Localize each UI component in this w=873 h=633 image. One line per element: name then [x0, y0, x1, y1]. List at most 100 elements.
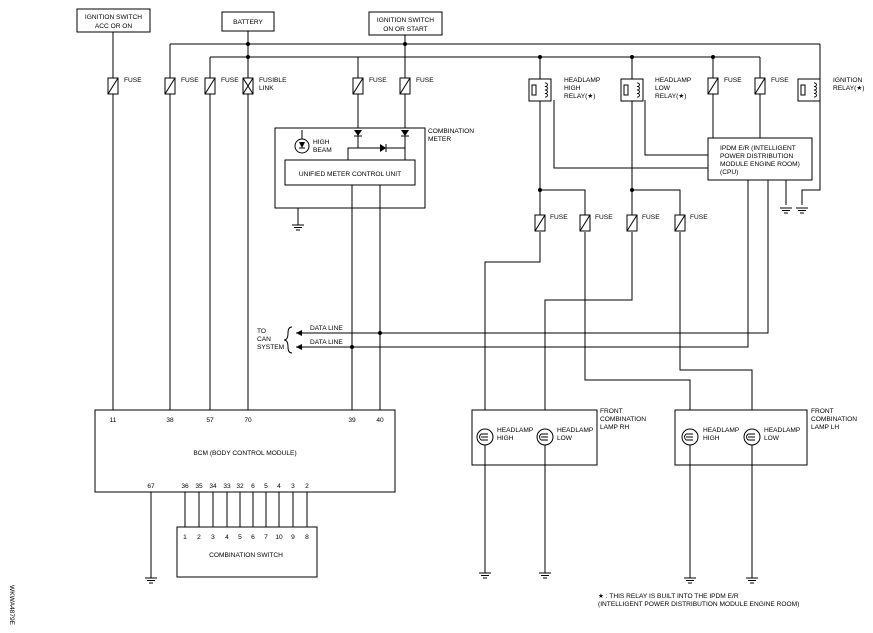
svg-text:70: 70 — [244, 417, 252, 424]
svg-text:HEADLAMP: HEADLAMP — [764, 427, 801, 434]
svg-text:FUSE: FUSE — [221, 77, 239, 84]
svg-text:(CPU): (CPU) — [720, 169, 738, 176]
svg-text:FUSE: FUSE — [771, 77, 789, 84]
ground-rh-lo — [538, 572, 552, 579]
svg-text:7: 7 — [264, 534, 268, 541]
svg-text:BEAM: BEAM — [313, 147, 332, 154]
svg-text:6: 6 — [251, 534, 255, 541]
svg-text:DATA LINE: DATA LINE — [310, 339, 343, 346]
svg-text:IPDM E/R (INTELLIGENT: IPDM E/R (INTELLIGENT — [720, 145, 796, 152]
svg-text:MODULE ENGINE ROOM): MODULE ENGINE ROOM) — [720, 161, 800, 168]
svg-text:IGNITION SWITCH: IGNITION SWITCH — [377, 17, 434, 24]
svg-text:HEADLAMP: HEADLAMP — [703, 427, 740, 434]
ground-lh-hi — [683, 577, 697, 584]
svg-text:BATTERY: BATTERY — [233, 19, 263, 26]
combination-switch: 1 2 3 4 5 6 7 10 9 8 COMBINATION SWITCH — [176, 526, 318, 578]
svg-text:RELAY(★): RELAY(★) — [833, 84, 864, 92]
svg-text:FUSE: FUSE — [181, 77, 199, 84]
svg-text:FUSE: FUSE — [724, 77, 742, 84]
svg-text:HEADLAMP: HEADLAMP — [564, 77, 601, 84]
svg-text:METER: METER — [428, 136, 451, 143]
fuse-meter-batt: FUSE — [352, 77, 387, 95]
svg-text:LAMP LH: LAMP LH — [811, 424, 839, 431]
svg-text:FUSE: FUSE — [416, 77, 434, 84]
svg-text:LAMP RH: LAMP RH — [600, 424, 629, 431]
svg-text:(INTELLIGENT POWER DISTRIBUTIO: (INTELLIGENT POWER DISTRIBUTION MODULE E… — [598, 601, 799, 608]
svg-text:39: 39 — [348, 417, 356, 424]
ignition-switch-acc-box: IGNITION SWITCH ACC OR ON — [76, 8, 151, 33]
ground-bcm — [144, 577, 158, 584]
junction-dots — [246, 42, 715, 192]
svg-text:FUSE: FUSE — [369, 77, 387, 84]
svg-text:4: 4 — [277, 483, 281, 490]
svg-text:8: 8 — [305, 534, 309, 541]
switch-wires — [184, 492, 308, 527]
svg-text:HIGH: HIGH — [703, 435, 720, 442]
svg-text:IGNITION SWITCH: IGNITION SWITCH — [85, 14, 142, 21]
battery-box: BATTERY — [221, 11, 275, 32]
svg-text:HIGH: HIGH — [497, 435, 514, 442]
svg-text:FUSE: FUSE — [550, 214, 568, 221]
svg-text:40: 40 — [376, 417, 384, 424]
headlamp-high-relay: HEADLAMP HIGH RELAY(★) — [528, 77, 601, 102]
svg-text:1: 1 — [183, 534, 187, 541]
ground-lh-lo — [745, 577, 759, 584]
svg-text:5: 5 — [238, 534, 242, 541]
ground-rh-hi — [478, 572, 492, 579]
footnote: ★ : THIS RELAY IS BUILT INTO THE IPDM E/… — [598, 592, 799, 608]
bcm-module: 11 38 57 70 39 40 BCM (BODY CONTROL MODU… — [94, 409, 396, 493]
fuse-on-38: FUSE — [164, 77, 199, 95]
diagram-code: WKWA4879E — [8, 585, 15, 626]
svg-text:RELAY(★): RELAY(★) — [655, 92, 686, 100]
svg-text:3: 3 — [291, 483, 295, 490]
can-data-lines: DATA LINE DATA LINE TO CAN SYSTEM — [257, 180, 769, 354]
fuse-acc: FUSE — [107, 77, 142, 95]
svg-text:FUSIBLE: FUSIBLE — [259, 77, 287, 84]
combination-meter: COMBINATION METER HIGH BEAM UNIFIED METE… — [274, 127, 474, 231]
svg-text:IGNITION: IGNITION — [833, 77, 863, 84]
ignition-switch-on-box: IGNITION SWITCH ON OR START — [368, 11, 443, 36]
svg-text:CAN: CAN — [257, 336, 271, 343]
fuse-ipdm-1: FUSE — [707, 77, 742, 95]
svg-text:FUSE: FUSE — [690, 214, 708, 221]
svg-text:COMBINATION: COMBINATION — [428, 128, 474, 135]
svg-text:POWER DISTRIBUTION: POWER DISTRIBUTION — [720, 153, 794, 160]
svg-text:LINK: LINK — [259, 85, 274, 92]
svg-text:33: 33 — [223, 483, 231, 490]
svg-text:HEADLAMP: HEADLAMP — [497, 427, 534, 434]
fuse-ipdm-2: FUSE — [754, 77, 789, 95]
svg-text:5: 5 — [264, 483, 268, 490]
svg-text:11: 11 — [110, 417, 117, 424]
fuse-lo-lh: FUSE — [674, 214, 708, 232]
svg-text:9: 9 — [291, 534, 295, 541]
svg-text:TO: TO — [257, 328, 266, 335]
ipdm-er: IPDM E/R (INTELLIGENT POWER DISTRIBUTION… — [707, 137, 813, 214]
svg-text:10: 10 — [275, 534, 283, 541]
svg-text:2: 2 — [305, 483, 309, 490]
svg-text:FRONT: FRONT — [600, 408, 623, 415]
svg-text:57: 57 — [206, 417, 214, 424]
svg-text:LOW: LOW — [764, 435, 780, 442]
svg-text:COMBINATION: COMBINATION — [600, 416, 646, 423]
ignition-relay: IGNITION RELAY(★) — [797, 77, 864, 102]
svg-text:32: 32 — [236, 483, 244, 490]
svg-text:HIGH: HIGH — [564, 85, 581, 92]
svg-text:ACC OR ON: ACC OR ON — [95, 23, 133, 30]
fusible-link: FUSIBLE LINK — [242, 77, 287, 95]
svg-text:DATA LINE: DATA LINE — [310, 325, 343, 332]
svg-text:FUSE: FUSE — [595, 214, 613, 221]
svg-text:38: 38 — [166, 417, 174, 424]
svg-text:HEADLAMP: HEADLAMP — [655, 77, 692, 84]
svg-text:COMBINATION SWITCH: COMBINATION SWITCH — [209, 552, 283, 559]
svg-text:4: 4 — [225, 534, 229, 541]
svg-text:BCM (BODY CONTROL MODULE): BCM (BODY CONTROL MODULE) — [193, 450, 296, 457]
svg-text:6: 6 — [251, 483, 255, 490]
fuse-hi-rh: FUSE — [534, 214, 568, 232]
svg-text:RELAY(★): RELAY(★) — [564, 92, 595, 100]
fuse-meter-ign: FUSE — [399, 77, 434, 95]
svg-text:UNIFIED METER CONTROL UNIT: UNIFIED METER CONTROL UNIT — [299, 171, 401, 178]
svg-text:36: 36 — [181, 483, 189, 490]
svg-text:COMBINATION: COMBINATION — [811, 416, 857, 423]
svg-text:FRONT: FRONT — [811, 408, 834, 415]
